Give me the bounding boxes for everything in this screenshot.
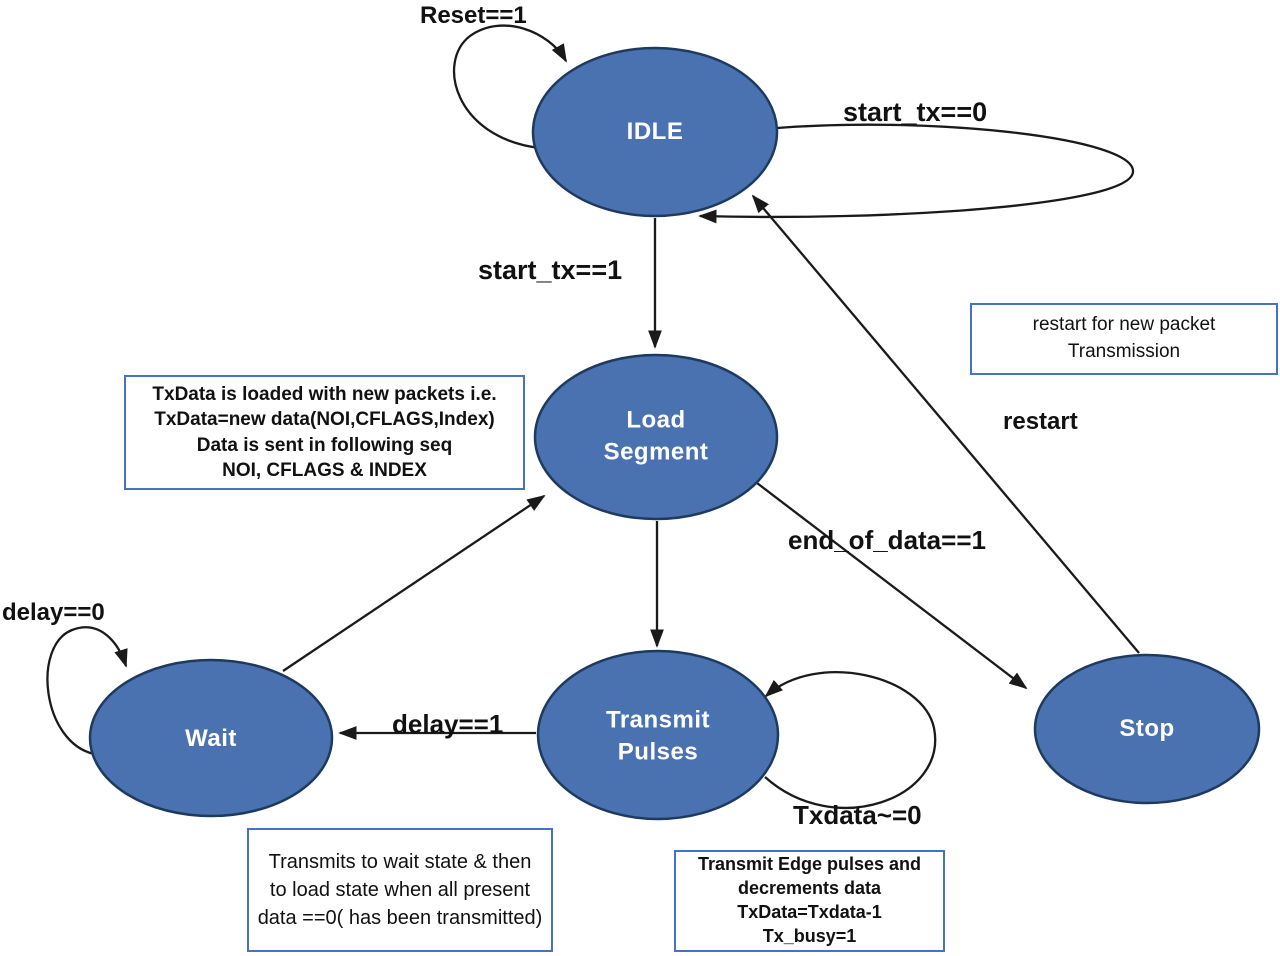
label-txdata: Txdata~=0: [793, 800, 922, 830]
label-delay-0: delay==0: [2, 599, 105, 626]
note-wait: Transmits to wait state & then to load s…: [247, 828, 553, 952]
label-start-tx-1: start_tx==1: [478, 255, 623, 285]
state-label-wait: Wait: [185, 724, 237, 752]
transition-load-to-stop: [756, 482, 1028, 690]
transition-wait-to-load: [282, 494, 546, 672]
state-label-load-segment: Load Segment: [603, 406, 709, 466]
state-stop: [1033, 653, 1261, 805]
state-label-transmit-pulses: Transmit Pulses: [605, 706, 711, 766]
state-wait: [88, 658, 334, 818]
transition-transmit-txdata-loop: [764, 671, 937, 810]
label-start-tx-0: start_tx==0: [843, 97, 988, 127]
state-load-segment: [533, 353, 779, 521]
note-restart: restart for new packet Transmission: [970, 303, 1278, 375]
transition-idle-starttx0-loop: [698, 123, 1135, 224]
state-label-idle: IDLE: [626, 117, 684, 145]
label-restart: restart: [1003, 408, 1078, 435]
label-end-of-data: end_of_data==1: [788, 525, 986, 555]
state-idle: [531, 46, 779, 218]
transition-wait-delay0-loop: [46, 626, 128, 756]
label-delay-1: delay==1: [392, 709, 504, 739]
transition-stop-to-idle: [751, 194, 1140, 654]
state-transmit-pulses: [536, 649, 780, 821]
note-transmit: Transmit Edge pulses and decrements data…: [674, 850, 945, 952]
note-load-segment: TxData is loaded with new packets i.e. T…: [124, 375, 525, 490]
label-reset: Reset==1: [420, 2, 527, 29]
state-label-stop: Stop: [1119, 714, 1175, 742]
transition-idle-reset-loop: [452, 24, 567, 150]
